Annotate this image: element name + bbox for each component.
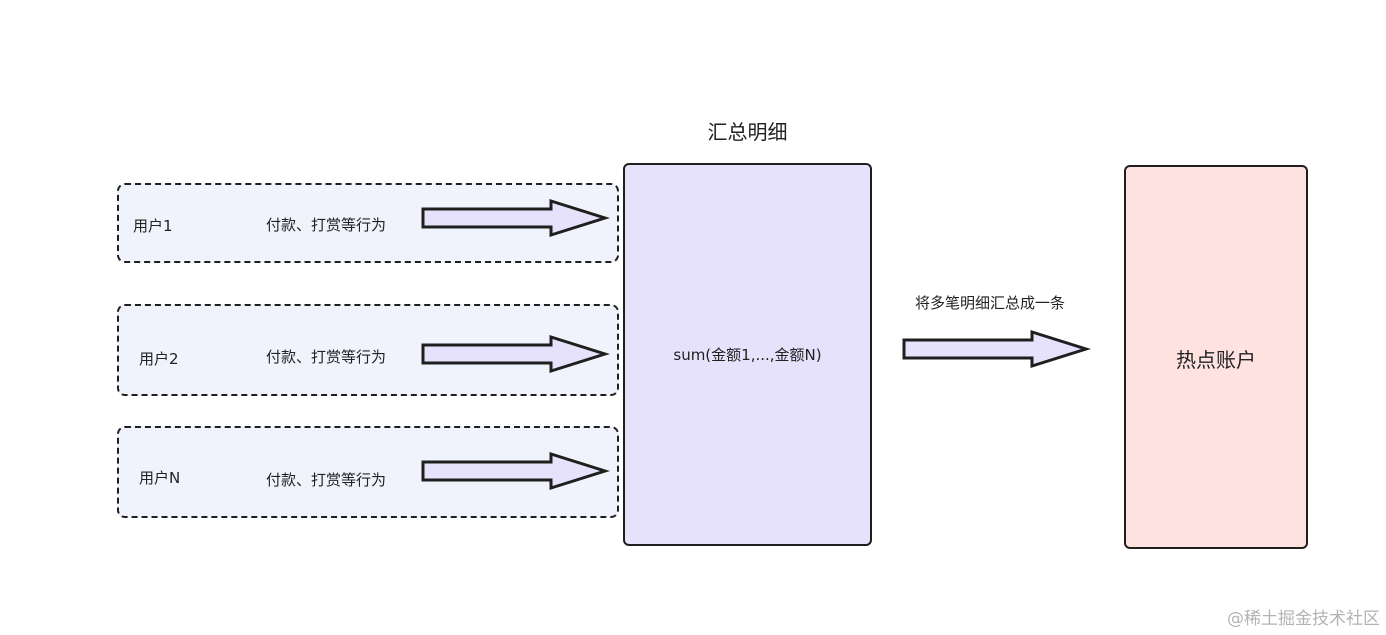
- user-1-action-label: 付款、打赏等行为: [266, 216, 387, 234]
- user-2-label: 用户2: [139, 350, 179, 368]
- user-n-label: 用户N: [139, 469, 181, 487]
- user-2-action-label: 付款、打赏等行为: [266, 348, 387, 366]
- merge-label: 将多笔明细汇总成一条: [914, 294, 1065, 312]
- hot-account-label: 热点账户: [1176, 348, 1256, 372]
- summary-title: 汇总明细: [707, 120, 788, 144]
- merge-arrow: [902, 329, 1091, 369]
- summary-formula: sum(金额1,...,金额N): [673, 346, 822, 364]
- user-2-arrow: [421, 334, 610, 374]
- user-n-arrow: [421, 451, 610, 491]
- hot-account-box: [1124, 165, 1308, 549]
- watermark: @稀土掘金技术社区: [1227, 609, 1380, 629]
- user-n-action-label: 付款、打赏等行为: [266, 471, 387, 489]
- user-1-label: 用户1: [133, 217, 173, 235]
- user-1-arrow: [421, 198, 610, 238]
- summary-box: [623, 163, 872, 546]
